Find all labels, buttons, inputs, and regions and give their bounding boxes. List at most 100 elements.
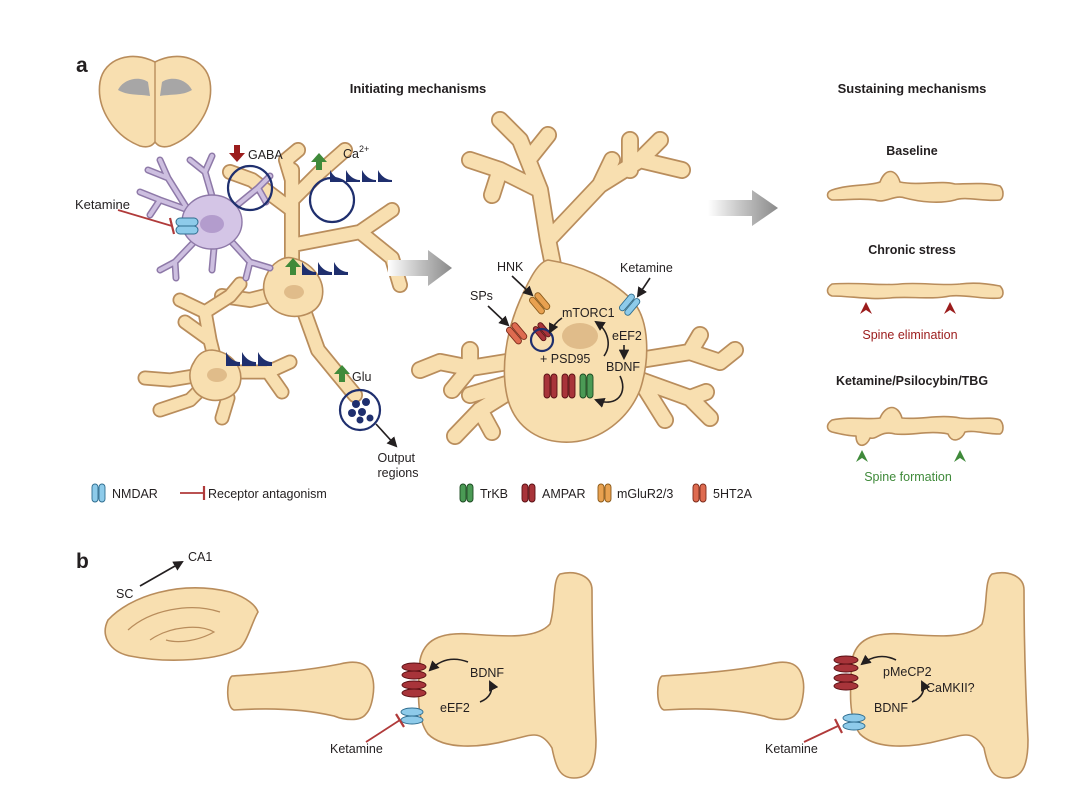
dendritic-spine-right xyxy=(849,572,1029,779)
nmdar-interneuron xyxy=(175,217,199,235)
bdnf-label-b-left: BDNF xyxy=(470,666,504,680)
eef2-label-b-left: eEF2 xyxy=(440,701,470,715)
ketamine-label-central: Ketamine xyxy=(620,261,673,275)
panel-a-label: a xyxy=(76,54,88,77)
gaba-label: GABA xyxy=(248,148,283,162)
hnk-arrow xyxy=(511,275,534,297)
calcium-channels-mid xyxy=(302,262,348,275)
ketamine-antagonism-left xyxy=(365,713,405,743)
legend-ampar-label: AMPAR xyxy=(542,487,586,501)
glutamate-vesicles xyxy=(348,398,374,424)
calcium-channels-bottom xyxy=(226,352,272,366)
sustaining-mechanisms-title: Sustaining mechanisms xyxy=(838,81,987,96)
up-arrow-icon xyxy=(285,258,301,275)
output-regions-label: Output regions xyxy=(377,451,418,480)
camkii-label: CaMKII? xyxy=(926,681,975,695)
treatment-label: Ketamine/Psilocybin/TBG xyxy=(836,374,988,388)
bdnf-label: BDNF xyxy=(606,360,640,374)
output-arrow xyxy=(375,423,398,448)
output-line-2: regions xyxy=(378,466,419,480)
interneuron xyxy=(136,152,274,282)
legend-htr-label: 5HT2A xyxy=(713,487,753,501)
hippocampus-icon xyxy=(104,587,259,661)
psd95-label: + PSD95 xyxy=(540,352,590,366)
up-arrow-icon xyxy=(334,365,350,382)
bdnf-to-ampar-arrow-left xyxy=(428,658,469,672)
initiating-mechanisms-title: Initiating mechanisms xyxy=(350,81,487,96)
nmdar-central xyxy=(618,293,641,316)
legend-nmdar-swatch xyxy=(91,483,106,503)
legend-left: NMDAR Receptor antagonism xyxy=(91,483,327,503)
trkb-receptor xyxy=(579,373,594,399)
synapse-ring-glu xyxy=(338,388,382,432)
legend-htr-swatch xyxy=(692,483,707,503)
mglur-receptor xyxy=(528,292,551,315)
sc-to-ca1-arrow xyxy=(139,560,184,587)
synapse-ring-calcium xyxy=(308,176,356,224)
legend-mglur-swatch xyxy=(597,483,612,503)
pmecp2-label: pMeCP2 xyxy=(883,665,932,679)
legend-antagonism-swatch xyxy=(180,486,206,500)
legend-nmdar-label: NMDAR xyxy=(112,487,158,501)
legend-antagonism-label: Receptor antagonism xyxy=(208,487,327,501)
ketamine-label-b-right: Ketamine xyxy=(765,742,818,756)
ca-label: Ca2+ xyxy=(343,144,369,161)
ampar-cluster xyxy=(543,373,576,399)
bdnf-to-mtorc1-arrow xyxy=(594,320,609,357)
pyramidal-neuron-top xyxy=(214,142,408,403)
pyramidal-neuron-bottom xyxy=(137,276,298,426)
up-arrow-icon xyxy=(311,153,327,170)
ketamine-antagonism-right xyxy=(803,718,843,743)
dendritic-spine-left xyxy=(417,572,597,779)
spine-formation-label: Spine formation xyxy=(864,470,952,484)
ca1-label: CA1 xyxy=(188,550,212,564)
down-arrow-icon xyxy=(229,145,245,162)
spine-formation-arrow-2 xyxy=(954,450,966,462)
sps-arrow xyxy=(487,305,510,327)
legend-right: TrKB AMPAR mGluR2/3 5HT2A xyxy=(459,483,753,503)
sc-label: SC xyxy=(116,587,133,601)
presynaptic-terminal-left xyxy=(226,661,375,721)
dendrite-baseline xyxy=(826,170,1004,203)
ca-base: Ca xyxy=(343,147,359,161)
htr2a-receptor xyxy=(505,322,528,345)
legend-mglur-label: mGluR2/3 xyxy=(617,487,673,501)
brain-coronal-icon xyxy=(98,55,212,148)
baseline-label: Baseline xyxy=(886,144,937,158)
ketamine-arrow-central xyxy=(636,277,651,298)
eef2-label: eEF2 xyxy=(612,329,642,343)
ketamine-label-b-left: Ketamine xyxy=(330,742,383,756)
mtorc1-label: mTORC1 xyxy=(562,306,615,320)
legend-ampar-swatch xyxy=(521,483,536,503)
dendrite-chronic-stress xyxy=(826,282,1004,300)
dendrite-treatment xyxy=(826,406,1004,447)
mtorc1-to-synapse-arrow xyxy=(549,317,563,334)
central-neuron xyxy=(411,111,744,445)
panel-b-label: b xyxy=(76,550,89,573)
ca-superscript: 2+ xyxy=(359,144,369,154)
spine-formation-arrow-1 xyxy=(856,450,868,462)
pmecp2-to-ampar-arrow xyxy=(860,654,897,666)
block-arrow-icon xyxy=(388,250,452,286)
ampar-left xyxy=(401,662,427,698)
bdnf-to-pmecp2-arrow xyxy=(911,680,931,703)
spine-elimination-arrow-1 xyxy=(860,302,872,314)
ketamine-label-left: Ketamine xyxy=(75,197,130,212)
glu-label: Glu xyxy=(352,370,372,384)
spine-elimination-arrow-2 xyxy=(944,302,956,314)
legend-trkb-swatch xyxy=(459,483,474,503)
spine-elimination-label: Spine elimination xyxy=(862,328,957,342)
eef2-to-bdnf-arrow-left xyxy=(479,680,499,703)
output-line-1: Output xyxy=(377,451,415,465)
hnk-label: HNK xyxy=(497,260,524,274)
bdnf-to-trkb-arrow xyxy=(594,375,624,408)
legend-trkb-label: TrKB xyxy=(480,487,508,501)
chronic-stress-label: Chronic stress xyxy=(868,243,956,257)
presynaptic-terminal-right xyxy=(656,661,805,721)
ketamine-antagonism-marker xyxy=(117,209,176,235)
ampar-right xyxy=(833,655,859,691)
synapse-ring-central xyxy=(529,327,555,353)
synapse-ring-gaba xyxy=(226,164,274,212)
nmdar-right xyxy=(842,713,866,731)
